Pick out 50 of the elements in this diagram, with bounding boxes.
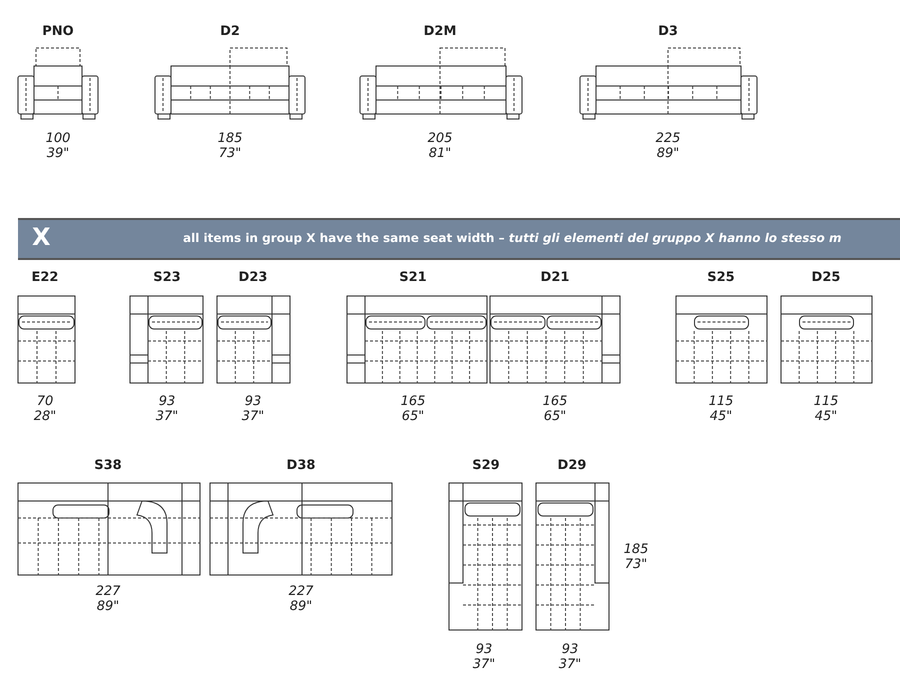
dimension-text: 205 bbox=[428, 132, 452, 146]
model-code: D21 bbox=[540, 270, 570, 285]
dimension-text: 73" bbox=[218, 147, 242, 161]
dimension-text: 45" bbox=[710, 410, 732, 424]
model-code: D2 bbox=[220, 24, 240, 39]
group-banner bbox=[18, 218, 900, 260]
dimension-text: 73" bbox=[624, 558, 648, 572]
model-code: S38 bbox=[94, 458, 122, 473]
group-letter: X bbox=[32, 223, 51, 251]
dimension-text: 89" bbox=[96, 600, 120, 614]
dimension-text: 39" bbox=[46, 147, 70, 161]
dimension-text: 37" bbox=[472, 658, 496, 672]
dimension-text: 93 bbox=[244, 395, 262, 409]
dimension-text: 89" bbox=[656, 147, 680, 161]
dimension-text: 185 bbox=[218, 132, 242, 146]
model-code: PNO bbox=[42, 24, 74, 39]
dimension-text: 185 bbox=[624, 543, 648, 557]
model-code: E22 bbox=[32, 270, 58, 285]
model-code: D29 bbox=[558, 458, 586, 473]
model-code: D23 bbox=[238, 270, 268, 285]
dimension-text: 165 bbox=[400, 395, 426, 409]
model-code: S23 bbox=[153, 270, 181, 285]
dimension-text: 81" bbox=[428, 147, 452, 161]
dimension-text: 93 bbox=[158, 395, 176, 409]
dimension-text: 37" bbox=[156, 410, 178, 424]
dimension-text: 225 bbox=[656, 132, 680, 146]
model-code: S25 bbox=[707, 270, 735, 285]
dimension-text: 115 bbox=[708, 395, 734, 409]
dimension-text: 37" bbox=[558, 658, 582, 672]
dimension-text: 115 bbox=[814, 395, 838, 409]
dimension-text: 93 bbox=[476, 643, 492, 657]
dimension-text: 227 bbox=[288, 585, 314, 599]
banner-text: all items in group X have the same seat width – tutti gli elementi del gruppo X hanno lo stesso m bbox=[183, 231, 842, 245]
dimension-text: 65" bbox=[402, 410, 424, 424]
dimension-text: 28" bbox=[34, 410, 56, 424]
model-code: D38 bbox=[286, 458, 316, 473]
dimension-text: 227 bbox=[96, 585, 120, 599]
model-code: D3 bbox=[658, 24, 678, 39]
model-code: D25 bbox=[812, 270, 840, 285]
dimension-text: 100 bbox=[46, 132, 70, 146]
dimension-text: 93 bbox=[562, 643, 578, 657]
dimension-text: 89" bbox=[290, 600, 312, 614]
dimension-text: 45" bbox=[814, 410, 838, 424]
model-code: D2M bbox=[424, 24, 456, 39]
model-code: S29 bbox=[472, 458, 500, 473]
dimension-text: 70 bbox=[36, 395, 54, 409]
dimension-text: 65" bbox=[544, 410, 566, 424]
dimension-text: 37" bbox=[242, 410, 264, 424]
model-code: S21 bbox=[399, 270, 427, 285]
dimension-text: 165 bbox=[542, 395, 568, 409]
